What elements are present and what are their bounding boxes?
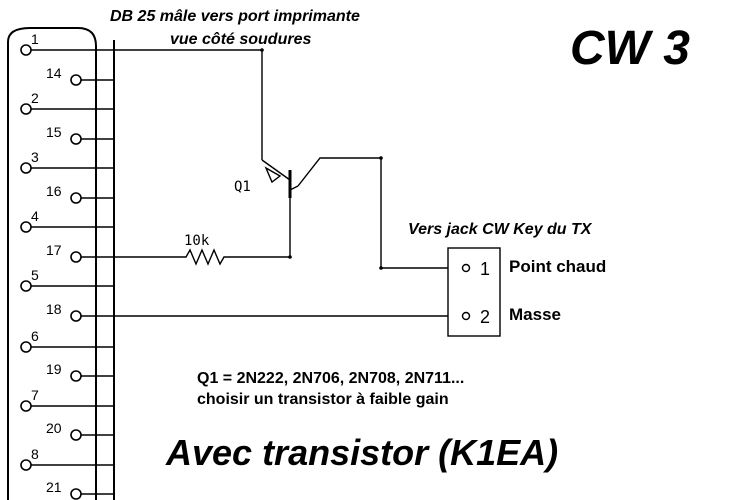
notes-line1: Q1 = 2N222, 2N706, 2N708, 2N711... [197,370,464,387]
jack-connector-box [447,247,501,337]
pin-label-8: 8 [31,446,39,462]
pin-circle-5 [20,280,32,292]
pin-label-1: 1 [31,31,39,47]
pin-circle-6 [20,341,32,353]
pin-circle-19 [70,370,82,382]
pin-circle-16 [70,192,82,204]
jack-pin1-circle [461,263,471,273]
resistor-symbol [180,248,228,266]
pin-circle-4 [20,221,32,233]
pin-circle-7 [20,400,32,412]
db25-connector-outline [7,27,97,500]
jack-pin2-label: Masse [509,305,561,324]
pin-label-18: 18 [46,301,62,317]
transistor-emitter-arrow [264,166,282,184]
pin-label-19: 19 [46,361,62,377]
pin-label-3: 3 [31,149,39,165]
pin-circles-odd [20,44,32,471]
transistor-label: Q1 [234,179,251,195]
pin-label-6: 6 [31,328,39,344]
circuit-wires [114,49,448,317]
pin-circle-21 [70,488,82,500]
pin-circle-18 [70,310,82,322]
pin-circle-14 [70,74,82,86]
pin-label-2: 2 [31,90,39,106]
pin-circle-20 [70,429,82,441]
pin-label-17: 17 [46,242,62,258]
pin-circle-1 [20,44,32,56]
pin-circles-even [70,74,82,500]
resistor-label: 10k [184,233,210,249]
pin-circle-3 [20,162,32,174]
pin-label-14: 14 [46,65,62,81]
pin-circle-15 [70,133,82,145]
pin-circle-8 [20,459,32,471]
cw3-badge: CW 3 [570,22,690,75]
jack-pin1-label: Point chaud [509,257,606,276]
wire-collector-jack1 [297,157,448,269]
wire-base-resistor [228,190,291,258]
jack-pin1-number: 1 [480,259,490,279]
pin-circle-2 [20,103,32,115]
pin-circle-17 [70,251,82,263]
jack-title: Vers jack CW Key du TX [408,221,593,238]
footer-caption: Avec transistor (K1EA) [165,432,558,473]
pin-label-20: 20 [46,420,62,436]
pin-label-15: 15 [46,124,62,140]
pin-label-4: 4 [31,208,39,224]
connector-title-line2: vue côté soudures [170,31,311,48]
jack-pin2-number: 2 [480,307,490,327]
connector-title-line1: DB 25 mâle vers port imprimante [110,8,360,25]
wire-pin1-emitter [114,49,263,160]
pin-leads [31,49,114,495]
jack-pin2-circle [461,311,471,321]
pin-label-16: 16 [46,183,62,199]
pin-label-21: 21 [46,479,62,495]
pin-label-5: 5 [31,267,39,283]
pin-label-7: 7 [31,387,39,403]
junction-dots [260,48,383,270]
notes-line2: choisir un transistor à faible gain [197,391,449,408]
